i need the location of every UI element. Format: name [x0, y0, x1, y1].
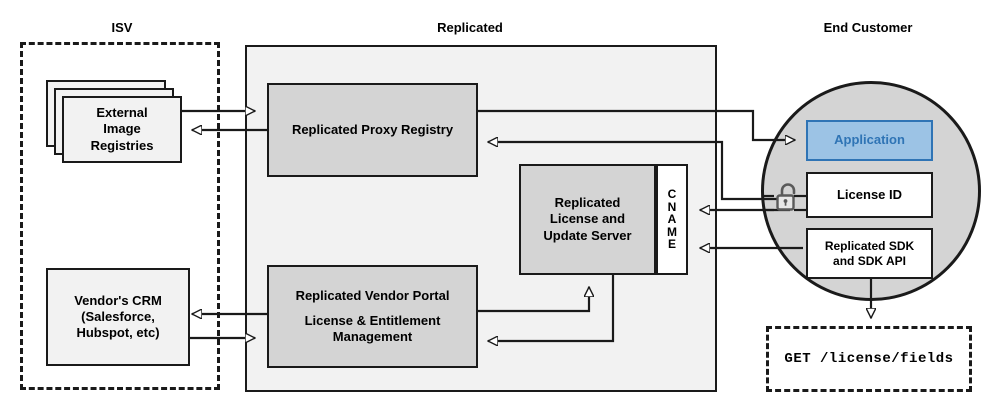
- license-server-line-3: Update Server: [543, 227, 632, 243]
- cname-letter-5: E: [667, 237, 676, 252]
- cname-strip[interactable]: C N A M E: [656, 164, 688, 275]
- replicated-vendor-portal-title: Replicated Vendor Portal: [295, 287, 450, 303]
- license-id-label: License ID: [836, 186, 903, 202]
- replicated-proxy-registry[interactable]: Replicated Proxy Registry: [267, 83, 478, 177]
- zone-title-end-customer: End Customer: [823, 20, 913, 35]
- vendors-crm-line-3: Hubspot, etc): [76, 325, 160, 341]
- vendors-crm-line-1: Vendor's CRM: [74, 292, 162, 308]
- cname-letter-3: A: [667, 212, 677, 227]
- api-request-note: GET /license/fields: [766, 326, 972, 392]
- license-server-line-1: Replicated: [554, 195, 621, 211]
- application[interactable]: Application: [806, 120, 933, 161]
- cname-letter-1: C: [667, 187, 677, 202]
- external-image-registries-line-2: Image: [103, 121, 141, 137]
- vendors-crm[interactable]: Vendor's CRM (Salesforce, Hubspot, etc): [46, 268, 190, 366]
- cname-letter-4: M: [667, 224, 677, 239]
- replicated-proxy-registry-label: Replicated Proxy Registry: [291, 121, 454, 137]
- replicated-vendor-portal[interactable]: Replicated Vendor Portal License & Entit…: [267, 265, 478, 368]
- zone-title-replicated: Replicated: [437, 20, 503, 35]
- replicated-sdk-line-2: and SDK API: [833, 253, 906, 268]
- application-label: Application: [834, 132, 905, 148]
- external-image-registries-line-3: Registries: [90, 137, 154, 153]
- license-id[interactable]: License ID: [806, 172, 933, 218]
- api-request-label: GET /license/fields: [784, 351, 954, 367]
- zone-title-isv: ISV: [111, 20, 133, 35]
- replicated-sdk-and-sdk-api[interactable]: Replicated SDK and SDK API: [806, 228, 933, 279]
- cname-letter-2: N: [667, 199, 677, 214]
- vendors-crm-line-2: (Salesforce,: [81, 308, 155, 324]
- external-image-registries[interactable]: External Image Registries: [62, 96, 182, 163]
- replicated-license-and-update-server[interactable]: Replicated License and Update Server: [519, 164, 656, 275]
- license-entitlement-line-1: License & Entitlement: [304, 312, 441, 328]
- external-image-registries-line-1: External: [96, 105, 148, 121]
- replicated-sdk-line-1: Replicated SDK: [824, 238, 915, 253]
- unlocked-padlock-icon: [776, 183, 796, 211]
- isv-boundary: [20, 42, 220, 390]
- license-entitlement-line-2: Management: [332, 329, 413, 345]
- license-server-line-2: License and: [549, 211, 626, 227]
